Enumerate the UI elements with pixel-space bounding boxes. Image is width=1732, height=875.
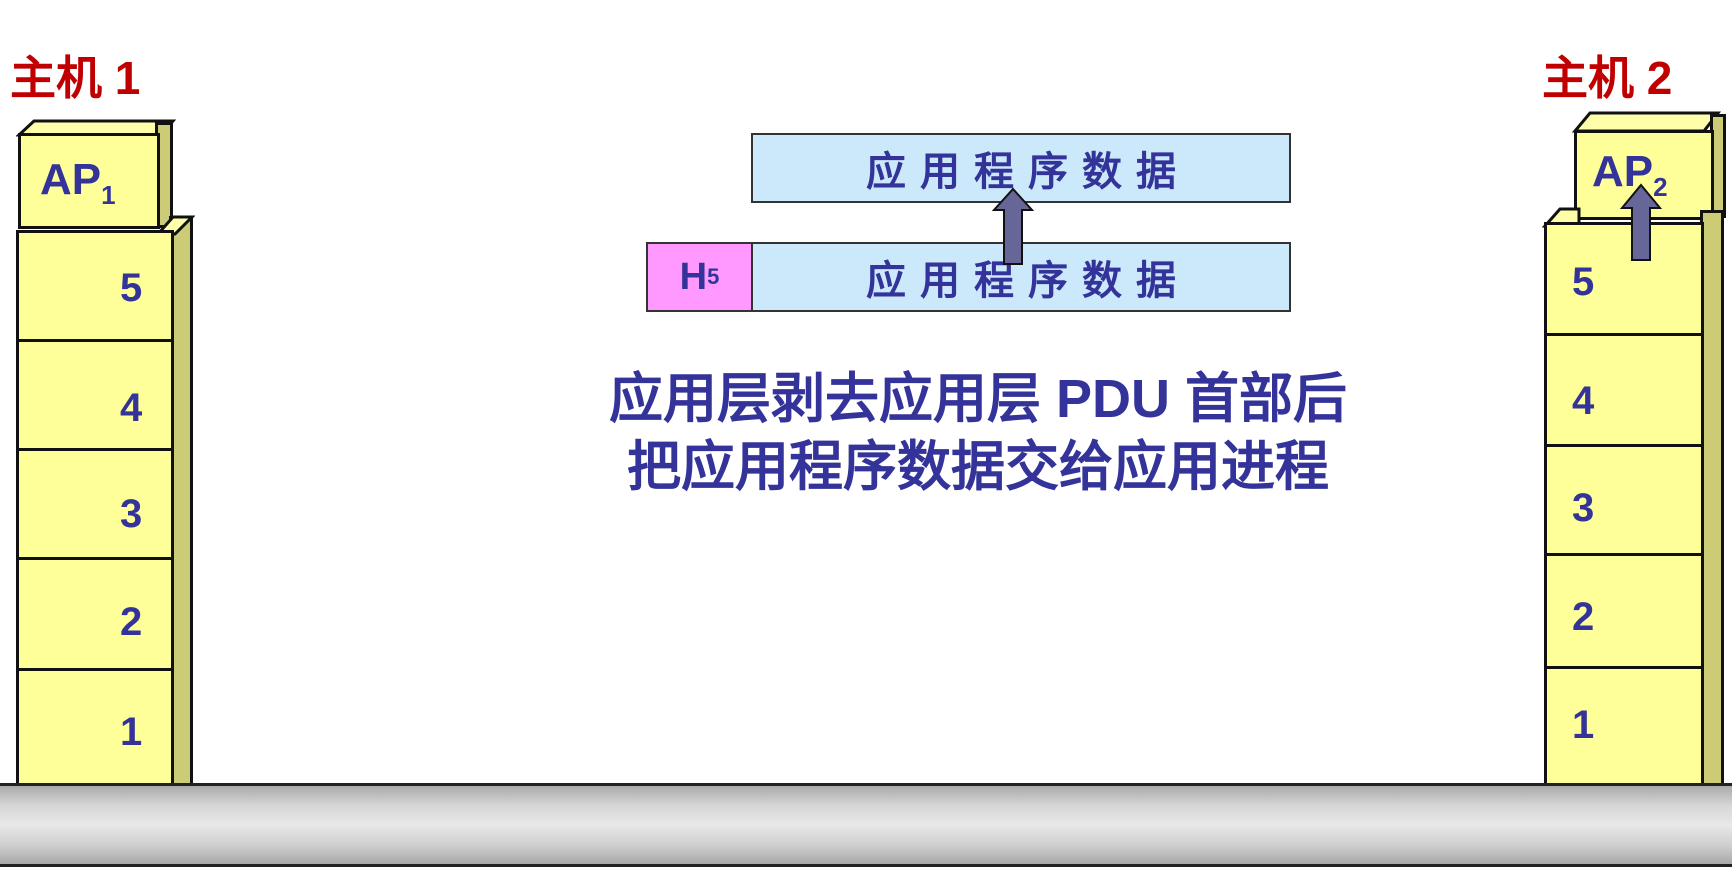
host1-layer-5-label: 5: [120, 266, 143, 310]
host1-layer-1-label: 1: [120, 710, 143, 754]
host1-layer-4-label: 4: [120, 386, 143, 430]
ap1-text: AP1: [40, 155, 116, 211]
host1-label: 主机 1: [10, 52, 141, 104]
host2-layer-2-label: 2: [1572, 595, 1595, 639]
ap2-up-arrow-icon: [1619, 183, 1663, 261]
host2-layer-1: [1544, 666, 1704, 788]
host2-layer-3-label: 3: [1572, 486, 1595, 530]
host1-layer-2-label: 2: [120, 600, 143, 644]
host2-layer-2: [1544, 553, 1704, 669]
caption-line-1: 应用层剥去应用层 PDU 首部后: [608, 369, 1348, 429]
host2-layer-1-label: 1: [1572, 703, 1595, 747]
host2-label: 主机 2: [1542, 52, 1673, 104]
network-bus: [0, 783, 1732, 867]
host2-layer-4-label: 4: [1572, 379, 1595, 423]
host2-layer-4: [1544, 333, 1704, 447]
host1-layer-5: [16, 230, 174, 342]
strip-header-up-arrow-icon: [991, 187, 1035, 265]
ap1-front: [18, 133, 160, 229]
host2-layer-5: [1544, 222, 1704, 336]
host2-layer-3: [1544, 444, 1704, 556]
host1-layer-3-label: 3: [120, 492, 143, 536]
host2-layer-5-label: 5: [1572, 260, 1595, 304]
host1-layer-2: [16, 557, 174, 671]
caption-line-2: 把应用程序数据交给应用进程: [627, 437, 1329, 497]
host1-layer-1: [16, 668, 174, 788]
host1-layer-4: [16, 339, 174, 451]
